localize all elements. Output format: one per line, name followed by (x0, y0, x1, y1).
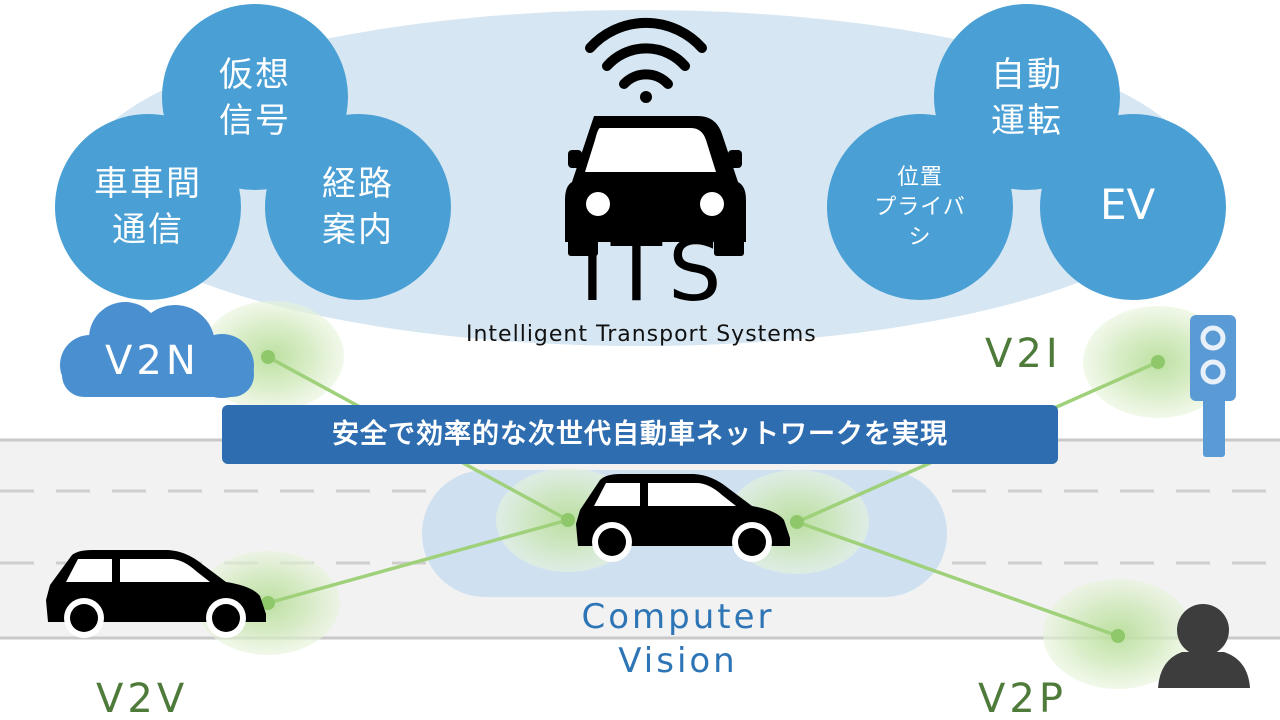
label-v2n: V2N (105, 338, 200, 384)
person-icon (1158, 604, 1250, 688)
bubble-route-guidance-line2: 案内 (322, 210, 394, 250)
bubble-v2v-comm: 車車間 通信 (86, 161, 210, 253)
bubble-virtual-signal-line1: 仮想 (219, 55, 291, 95)
bubble-route-guidance: 経路 案内 (308, 161, 408, 253)
bubble-location-privacy-line2: プライバ (874, 195, 966, 220)
wifi-icon (585, 17, 707, 89)
computer-vision-line2: Vision (618, 641, 738, 681)
bubble-autonomous-line1: 自動 (991, 55, 1063, 95)
label-v2v: V2V (96, 676, 189, 720)
left-bubbles (55, 4, 451, 300)
label-v2i: V2I (985, 331, 1062, 377)
car-side-icon (576, 474, 790, 562)
computer-vision-label: Computer Vision (558, 595, 798, 683)
computer-vision-line1: Computer (581, 597, 775, 637)
right-bubbles (827, 4, 1226, 300)
bubble-autonomous-line2: 運転 (991, 101, 1063, 141)
bubble-v2v-comm-line2: 通信 (112, 210, 184, 250)
vision-banner: 安全で効率的な次世代自動車ネットワークを実現 (222, 405, 1058, 464)
its-subtitle: Intelligent Transport Systems (466, 322, 817, 347)
bubble-ev: EV (1100, 180, 1156, 229)
car-front-icon (565, 116, 746, 256)
bubble-route-guidance-line1: 経路 (322, 164, 394, 204)
car-side-icon-v2v (46, 550, 266, 638)
bubble-autonomous: 自動 運転 (977, 52, 1077, 144)
bubble-virtual-signal: 仮想 信号 (205, 52, 305, 144)
label-v2p: V2P (978, 676, 1067, 720)
bubble-location-privacy-line1: 位置 (896, 165, 943, 190)
bubble-v2v-comm-line1: 車車間 (94, 164, 202, 204)
its-title: ITS (580, 222, 728, 320)
bubble-location-privacy: 位置 プライバ シ (860, 163, 980, 253)
bubble-virtual-signal-line2: 信号 (219, 101, 291, 141)
traffic-light-icon (1190, 315, 1236, 457)
cloud-icon (60, 302, 254, 398)
connection-nodes (261, 350, 1165, 643)
bubble-location-privacy-line3: シ (908, 225, 932, 250)
